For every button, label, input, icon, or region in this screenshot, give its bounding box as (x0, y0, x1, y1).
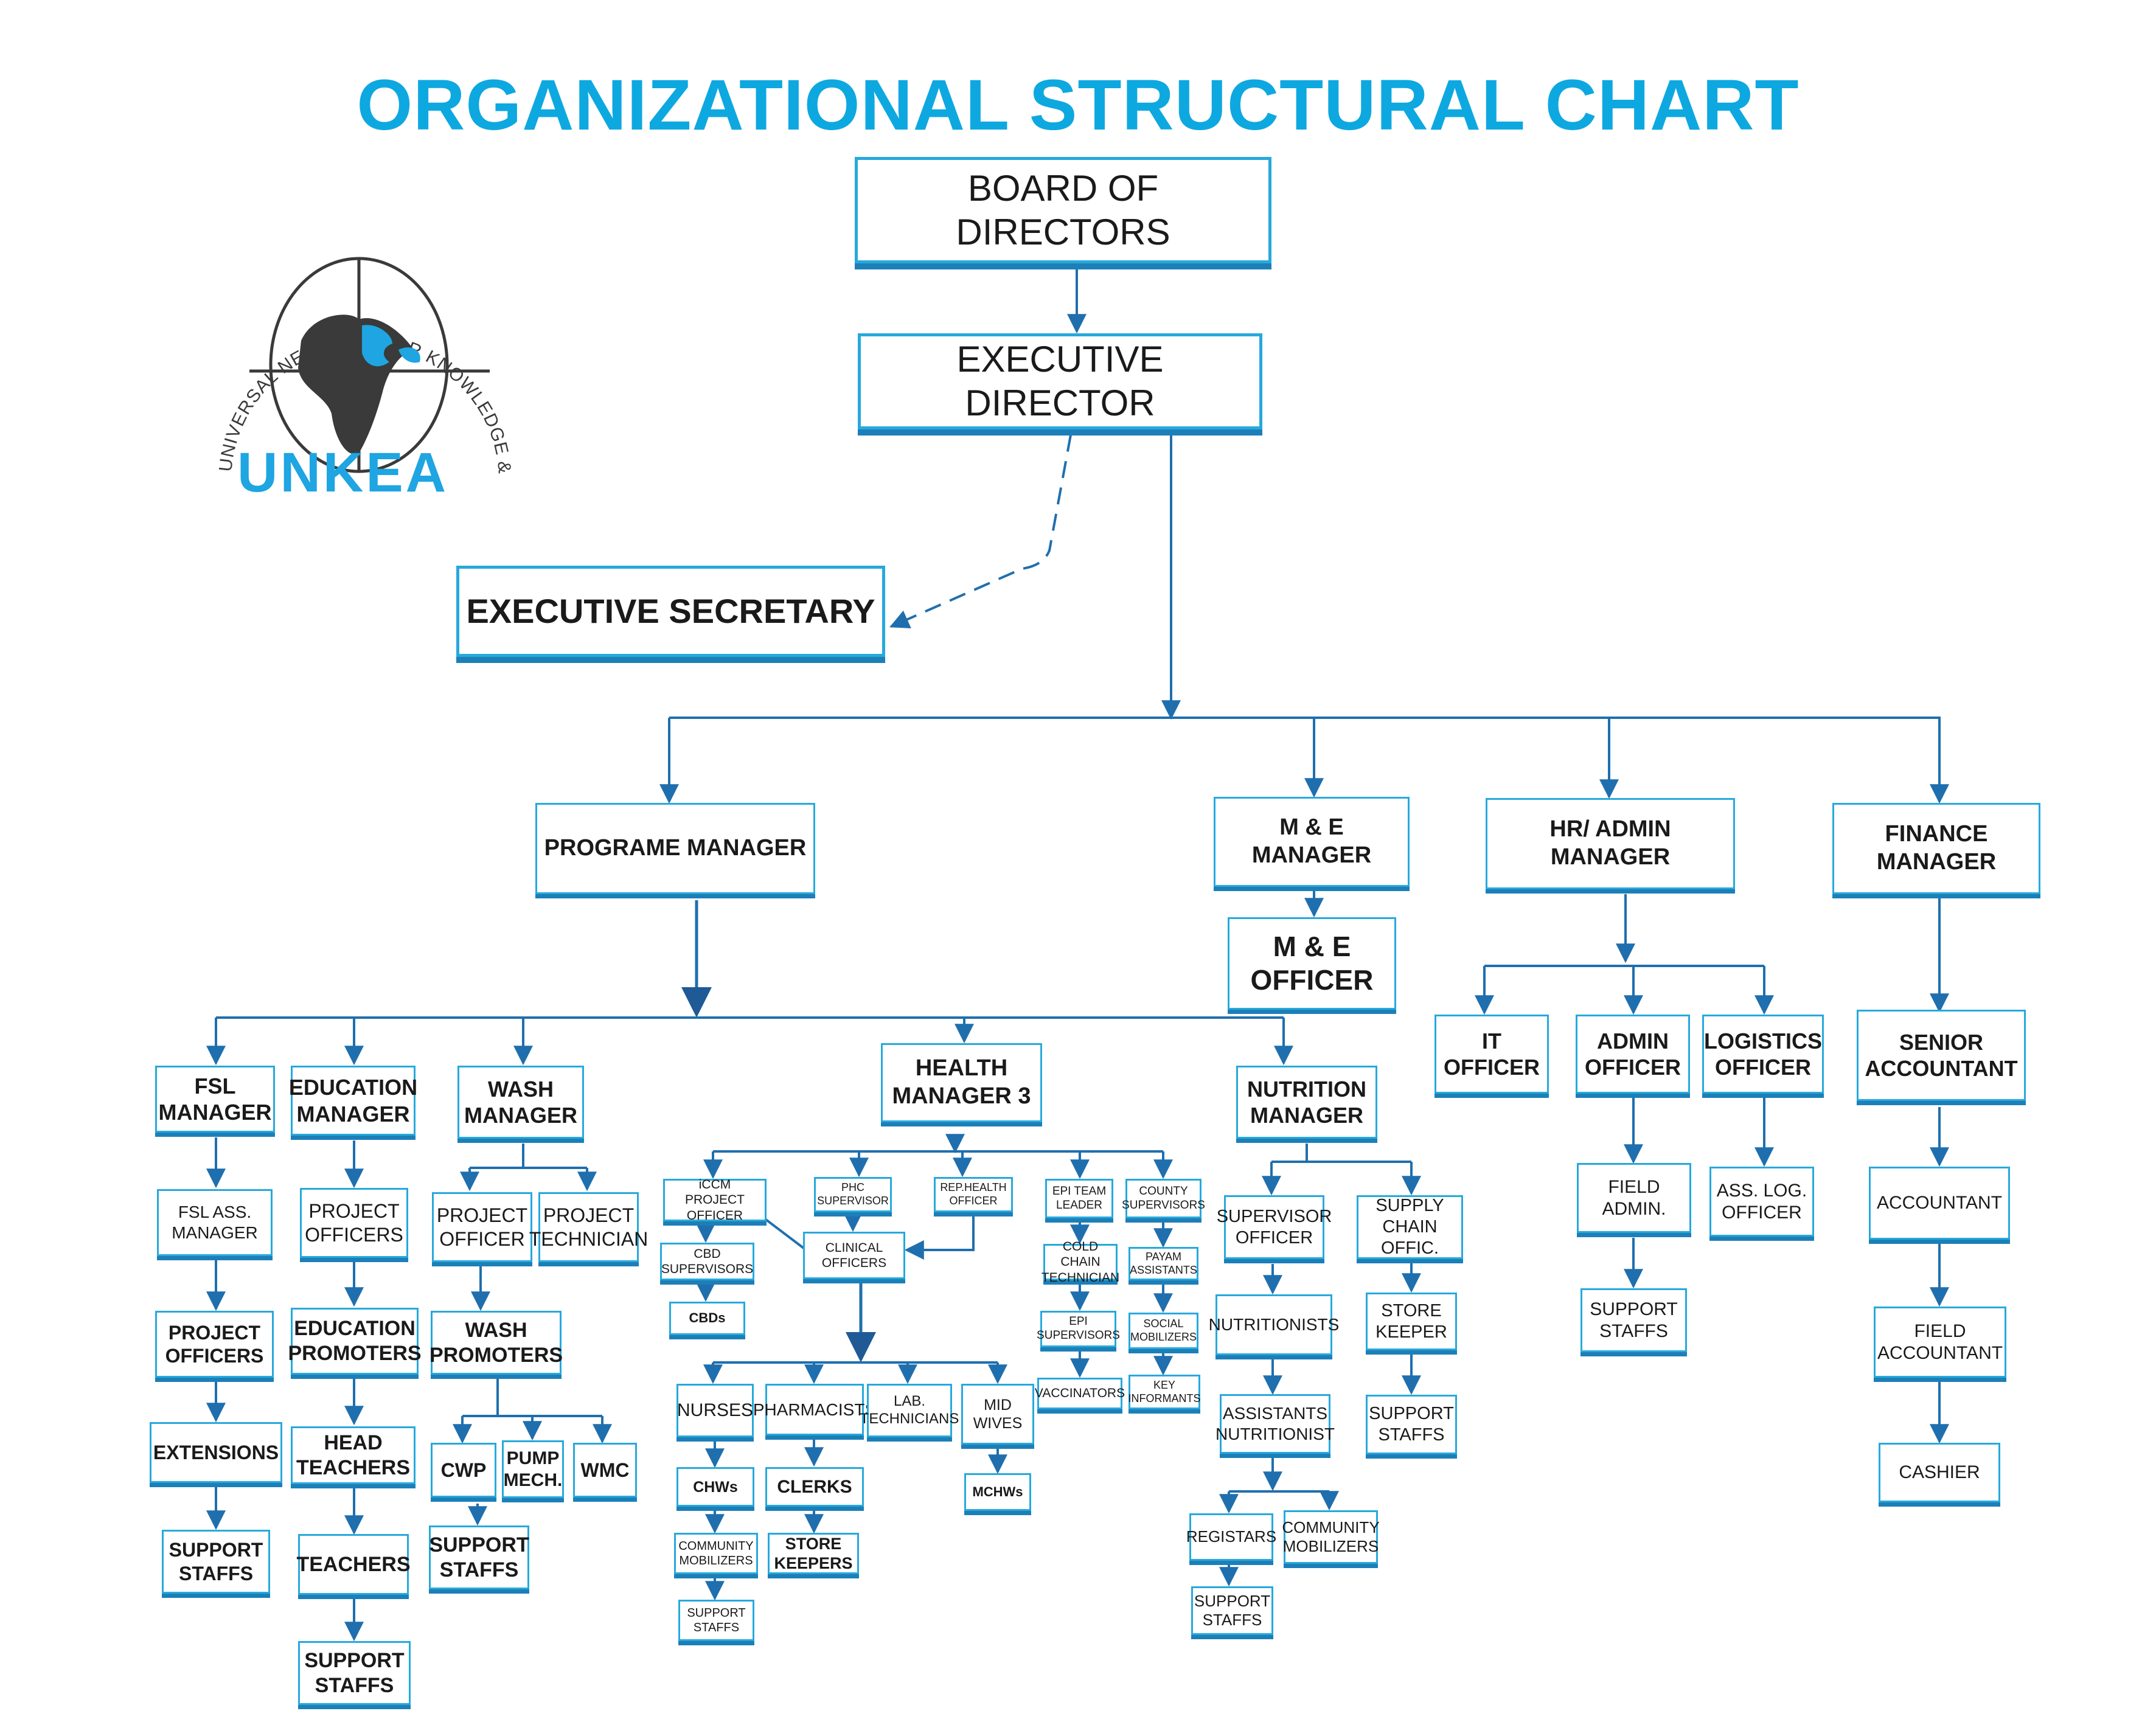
health-support-staffs-box: SUPPORT STAFFS (678, 1600, 754, 1641)
wash-project-technician-box: PROJECT TECHNICIAN (529, 1192, 648, 1262)
executive-secretary-box: EXECUTIVE SECRETARY (456, 566, 885, 657)
education-promoters-box: EDUCATION PROMOTERS (288, 1308, 422, 1375)
teachers-box: TEACHERS (296, 1534, 411, 1595)
cashier-box: CASHIER (1879, 1443, 2000, 1502)
education-project-officers-box: PROJECT OFFICERS (300, 1188, 408, 1258)
education-manager-box: EDUCATION MANAGER (289, 1066, 417, 1136)
supply-chain-officer-box: SUPPLY CHAIN OFFIC. (1357, 1195, 1463, 1259)
me-officer-box: M & E OFFICER (1228, 917, 1396, 1010)
extensions-box: EXTENSIONS (150, 1422, 282, 1483)
community-mobilizers-nutrition-box: COMMUNITY MOBILIZERS (1282, 1510, 1380, 1564)
fsl-manager-box: FSL MANAGER (155, 1066, 275, 1133)
rep-health-officer-box: REP.HEALTH OFFICER (934, 1177, 1013, 1212)
supply-support-staffs-box: SUPPORT STAFFS (1366, 1395, 1457, 1454)
assistants-nutritionist-box: ASSISTANTS NUTRITIONIST (1215, 1394, 1335, 1454)
store-keeper-box: STORE KEEPER (1366, 1293, 1457, 1350)
board-of-directors-box: BOARD OF DIRECTORS (855, 157, 1271, 263)
cwp-box: CWP (431, 1443, 496, 1498)
unkea-logo-icon: UNIVERSAL NETWORK FOR KNOWLEDGE & EMPOWE… (183, 213, 514, 481)
senior-accountant-box: SENIOR ACCOUNTANT (1857, 1010, 2026, 1101)
epi-supervisors-box: EPI SUPERVISORS (1037, 1311, 1120, 1347)
payam-assistants-box: PAYAM ASSISTANTS (1128, 1247, 1198, 1280)
education-support-staffs-box: SUPPORT STAFFS (298, 1641, 411, 1705)
registars-box: REGISTARS (1186, 1513, 1276, 1561)
fsl-ass-manager-box: FSL ASS. MANAGER (157, 1189, 273, 1256)
ass-log-officer-box: ASS. LOG. OFFICER (1709, 1167, 1814, 1237)
chws-box: CHWs (676, 1467, 754, 1507)
pharmacists-box: PHARMACISTS (753, 1384, 876, 1435)
vaccinators-box: VACCINATORS (1035, 1378, 1125, 1409)
nutrition-manager-box: NUTRITION MANAGER (1236, 1066, 1377, 1139)
nutrition-support-staffs-box: SUPPORT STAFFS (1191, 1586, 1273, 1635)
health-manager-box: HEALTH MANAGER 3 (881, 1043, 1042, 1122)
fsl-project-officers-box: PROJECT OFFICERS (155, 1311, 274, 1378)
hr-support-staffs-box: SUPPORT STAFFS (1580, 1288, 1687, 1352)
logistics-officer-box: LOGISTICS OFFICER (1702, 1015, 1824, 1094)
pump-mech-box: PUMP MECH. (502, 1440, 564, 1498)
phc-supervisor-box: PHC SUPERVISOR (814, 1177, 892, 1212)
supervisor-officer-box: SUPERVISOR OFFICER (1217, 1195, 1332, 1259)
fsl-support-staffs-box: SUPPORT STAFFS (162, 1530, 270, 1594)
logo-wordmark: UNKEA (237, 442, 449, 504)
page-title: ORGANIZATIONAL STRUCTURAL CHART (356, 65, 1800, 145)
wash-project-officer-box: PROJECT OFFICER (432, 1192, 532, 1262)
finance-manager-box: FINANCE MANAGER (1832, 803, 2040, 894)
cold-chain-technician-box: COLD CHAIN TECHNICIAN (1041, 1240, 1120, 1285)
clinical-officers-box: CLINICAL OFFICERS (803, 1232, 905, 1279)
wash-promoters-box: WASH PROMOTERS (429, 1311, 563, 1375)
clerks-box: CLERKS (765, 1467, 864, 1507)
accountant-box: ACCOUNTANT (1869, 1167, 2010, 1240)
it-officer-box: IT OFFICER (1434, 1015, 1549, 1094)
iccm-project-officer-box: iCCM PROJECT OFFICER (663, 1178, 767, 1223)
me-manager-box: M & E MANAGER (1214, 797, 1410, 887)
key-informants-box: KEY INFORMANTS (1128, 1375, 1201, 1409)
community-mobilizers-health-box: COMMUNITY MOBILIZERS (674, 1533, 758, 1574)
admin-officer-box: ADMIN OFFICER (1576, 1015, 1690, 1094)
wash-manager-box: WASH MANAGER (457, 1066, 584, 1139)
programe-manager-box: PROGRAME MANAGER (535, 803, 815, 894)
wmc-box: WMC (573, 1443, 637, 1498)
hr-admin-manager-box: HR/ ADMIN MANAGER (1486, 798, 1735, 889)
executive-director-box: EXECUTIVE DIRECTOR (858, 333, 1262, 429)
head-teachers-box: HEAD TEACHERS (291, 1426, 416, 1484)
mid-wives-box: MID WIVES (961, 1384, 1034, 1445)
wash-support-staffs-box: SUPPORT STAFFS (429, 1525, 529, 1589)
cbds-box: CBDs (669, 1302, 745, 1335)
lab-technicians-box: LAB. TECHNICIANS (860, 1384, 959, 1437)
county-supervisors-box: COUNTY SUPERVISORS (1122, 1179, 1205, 1218)
field-admin-box: FIELD ADMIN. (1577, 1163, 1691, 1233)
store-keepers-box: STORE KEEPERS (768, 1533, 859, 1574)
nutritionists-box: NUTRITIONISTS (1209, 1294, 1339, 1355)
field-accountant-box: FIELD ACCOUNTANT (1874, 1307, 2006, 1378)
social-mobilizers-box: SOCIAL MOBILIZERS (1128, 1313, 1198, 1349)
epi-team-leader-box: EPI TEAM LEADER (1045, 1179, 1113, 1218)
nurses-box: NURSES (676, 1384, 754, 1437)
mchws-box: MCHWs (964, 1473, 1031, 1511)
cbd-supervisors-box: CBD SUPERVISORS (660, 1243, 754, 1280)
